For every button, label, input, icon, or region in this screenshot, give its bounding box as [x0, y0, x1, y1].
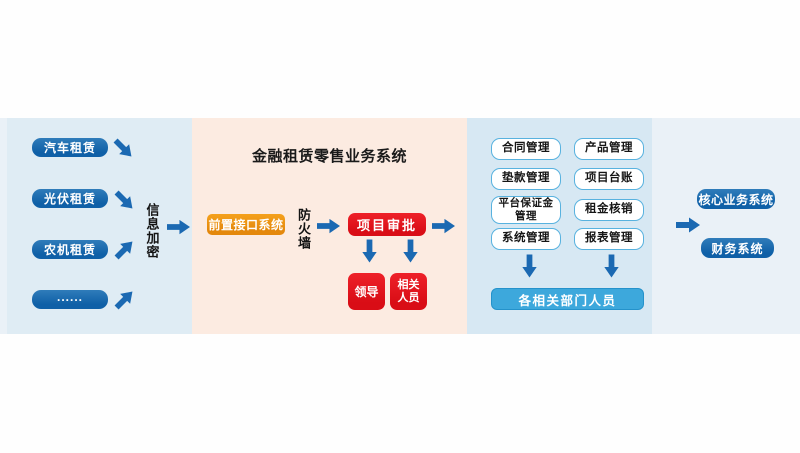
firewall-label: 防火墙 [296, 208, 311, 250]
module-platform-deposit-management: 平台保证金 管理 [491, 196, 561, 224]
source-box-agri-leasing: 农机租赁 [32, 240, 108, 259]
module-advance-management: 垫款管理 [491, 168, 561, 190]
source-box-pv-leasing: 光伏租赁 [32, 189, 108, 208]
leader-box: 领导 [348, 273, 385, 310]
ellipsis-label: ...... [56, 289, 83, 304]
module-product-management: 产品管理 [574, 138, 644, 160]
arrow-right-icon [432, 218, 455, 234]
arrow-diagonal-down-icon [111, 187, 138, 214]
core-business-system-box: 核心业务系统 [697, 189, 775, 209]
arrow-down-icon [604, 254, 620, 278]
arrow-down-icon [403, 239, 419, 263]
source-box-ellipsis: ...... [32, 290, 108, 309]
module-project-ledger: 项目台账 [574, 168, 644, 190]
system-title: 金融租赁零售业务系统 [251, 148, 407, 165]
module-report-management: 报表管理 [574, 228, 644, 250]
arrow-diagonal-up-icon [111, 236, 138, 263]
arrow-right-icon [676, 217, 700, 233]
source-box-car-leasing: 汽车租赁 [32, 138, 108, 157]
arrow-right-icon [167, 219, 190, 235]
related-staff-box: 相关 人员 [390, 273, 427, 310]
module-rent-writeoff: 租金核销 [574, 199, 644, 221]
arrow-diagonal-up-icon [111, 286, 138, 313]
module-system-management: 系统管理 [491, 228, 561, 250]
module-contract-management: 合同管理 [491, 138, 561, 160]
arrow-down-icon [522, 254, 538, 278]
arrow-down-icon [362, 239, 378, 263]
project-approval-box: 项目审批 [348, 213, 426, 236]
front-interface-system-box: 前置接口系统 [207, 214, 285, 235]
arrow-right-icon [317, 218, 340, 234]
department-staff-bar: 各相关部门人员 [491, 288, 644, 310]
arrow-diagonal-down-icon [110, 135, 137, 162]
finance-system-box: 财务系统 [701, 238, 774, 258]
encryption-label: 信息加密 [144, 203, 160, 259]
